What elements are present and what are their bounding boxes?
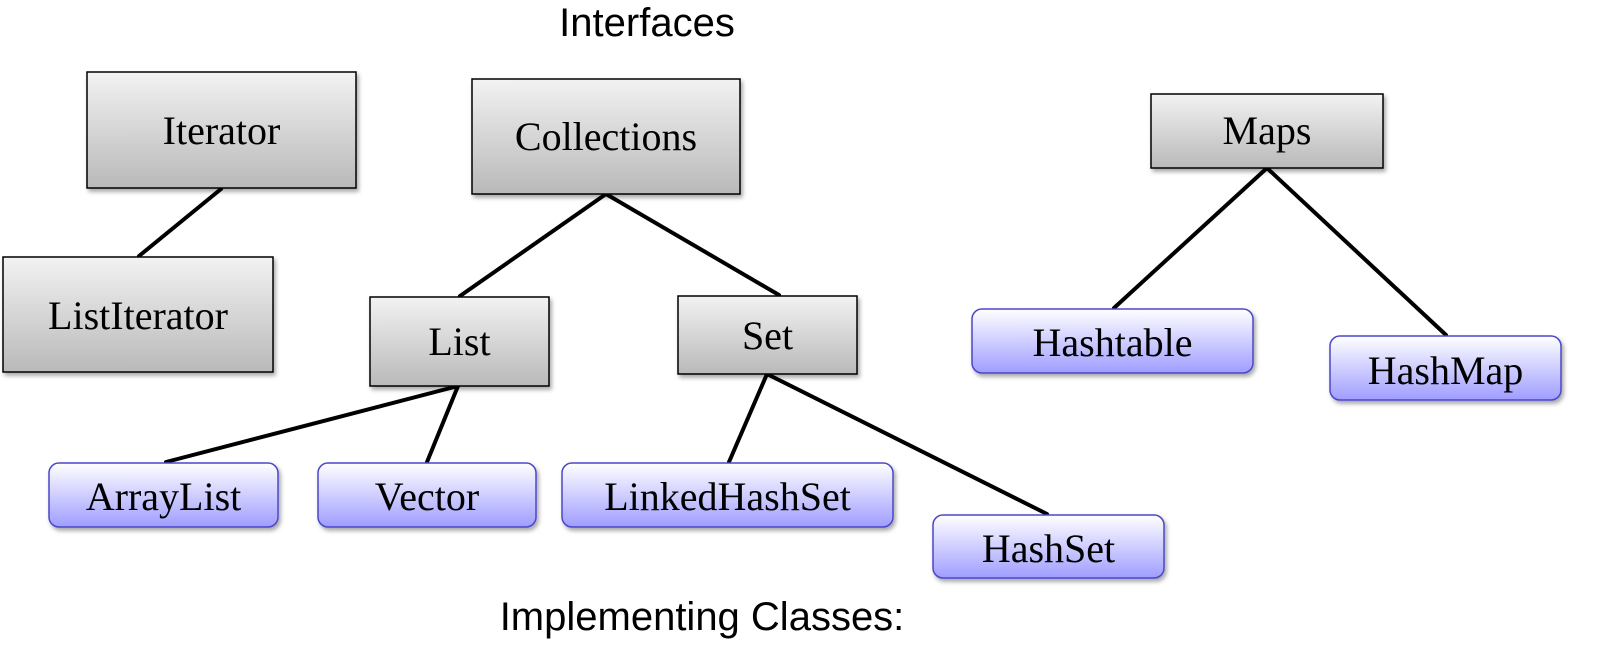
node-label-collections: Collections (515, 114, 697, 159)
node-listiterator: ListIterator (2, 256, 274, 373)
node-hashset: HashSet (932, 514, 1165, 579)
node-label-arraylist: ArrayList (86, 474, 242, 519)
node-collections: Collections (471, 78, 741, 195)
node-list: List (369, 296, 550, 387)
node-label-hashset: HashSet (982, 526, 1115, 571)
node-set: Set (677, 295, 858, 375)
edge-iterator-listiterator (137, 187, 223, 258)
node-label-listiterator: ListIterator (48, 293, 228, 338)
node-label-set: Set (742, 313, 793, 358)
node-hashtable: Hashtable (971, 308, 1254, 374)
node-linkedhashset: LinkedHashSet (561, 462, 894, 528)
edge-set-linkedhashset (727, 372, 769, 464)
node-label-list: List (428, 319, 490, 364)
node-label-hashtable: Hashtable (1033, 320, 1193, 365)
node-vector: Vector (317, 462, 537, 528)
node-hashmap: HashMap (1329, 335, 1562, 401)
edge-collections-list (458, 192, 608, 298)
interfaces-caption: Interfaces (559, 1, 735, 45)
node-label-hashmap: HashMap (1368, 348, 1524, 393)
node-iterator: Iterator (86, 71, 357, 189)
edge-list-arraylist (164, 384, 460, 464)
node-maps: Maps (1150, 93, 1384, 169)
edge-set-hashset (765, 372, 1049, 516)
implementing-classes-caption: Implementing Classes: (500, 595, 905, 639)
node-label-vector: Vector (375, 474, 479, 519)
edge-maps-hashmap (1265, 166, 1448, 337)
edges (137, 166, 1448, 516)
node-label-maps: Maps (1223, 108, 1312, 153)
edge-collections-set (604, 192, 781, 297)
node-label-iterator: Iterator (163, 108, 281, 153)
edge-maps-hashtable (1112, 166, 1269, 310)
node-label-linkedhashset: LinkedHashSet (604, 474, 851, 519)
edge-list-vector (425, 384, 460, 464)
node-arraylist: ArrayList (48, 462, 279, 528)
